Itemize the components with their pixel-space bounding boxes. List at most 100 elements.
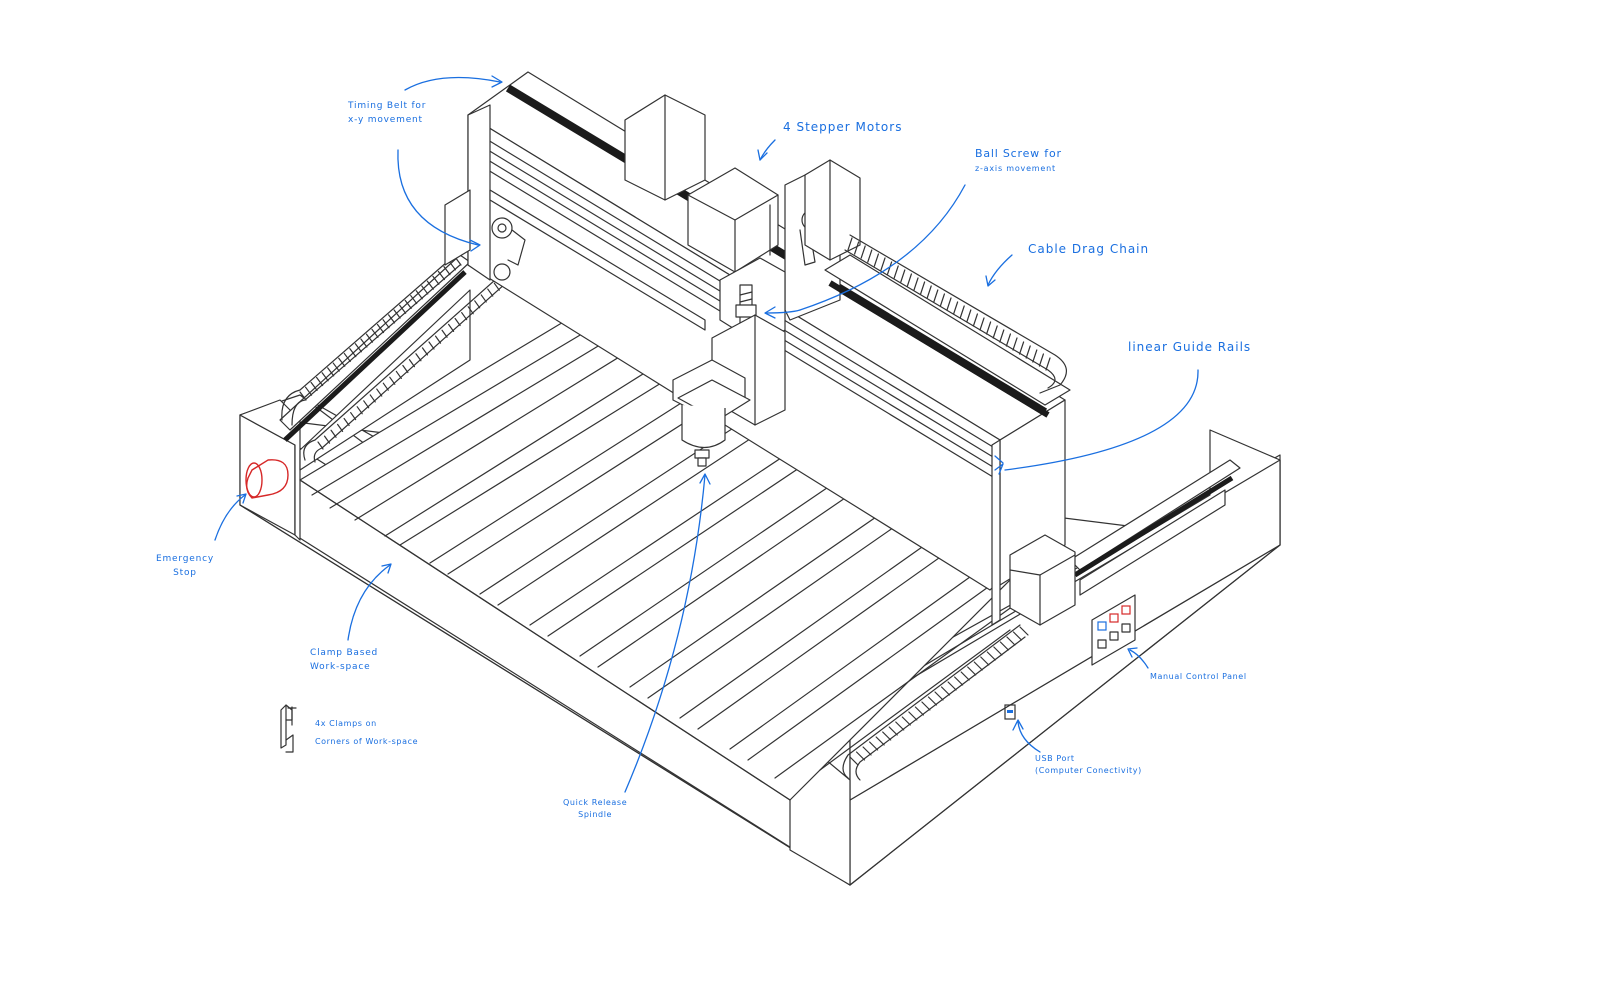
chain-link [934, 691, 944, 701]
chain-link [862, 746, 872, 756]
chain-link [349, 348, 357, 358]
chain-link [999, 641, 1009, 651]
chain-link [426, 280, 434, 290]
emergency-stop-button [245, 459, 289, 499]
chain-link [893, 265, 899, 279]
chain-link [415, 353, 422, 362]
chain-link [376, 388, 383, 397]
label-stepper-motors: 4 Stepper Motors [783, 120, 903, 134]
manual-control-panel [1091, 594, 1136, 666]
label-ball-screw: Ball Screw for z-axis movement [975, 147, 1062, 173]
chain-link [421, 347, 429, 356]
chain-link [474, 300, 481, 309]
label-clamps-note: 4x Clamps on Corners of Work-space [315, 719, 419, 746]
chain-link [947, 681, 957, 691]
chain-link [952, 301, 959, 315]
chain-link [327, 367, 335, 377]
chain-link [992, 325, 998, 339]
chain-link [402, 364, 409, 374]
chain-link [395, 370, 402, 380]
chain-link [1005, 333, 1012, 347]
chain-link [886, 261, 893, 275]
chain-link [330, 429, 337, 438]
chain-link [316, 376, 324, 387]
chain-link [336, 423, 344, 432]
usb-port [1004, 704, 1016, 720]
chain-link [919, 281, 926, 295]
chain-link [356, 406, 363, 415]
chain-link [946, 297, 952, 311]
chain-link [869, 741, 879, 751]
chain-link [880, 257, 886, 271]
chain-link [1012, 631, 1023, 641]
chain-link [1025, 345, 1031, 359]
chain-link [408, 359, 416, 368]
chain-link [873, 253, 880, 267]
chain-link [867, 249, 873, 263]
chain-link [447, 323, 455, 332]
chain-link [441, 329, 448, 338]
chain-link [350, 411, 357, 421]
chain-link [382, 382, 389, 391]
chain-link [343, 352, 351, 363]
chain-link [421, 285, 429, 295]
chain-link [926, 285, 932, 299]
chain-link [454, 317, 461, 327]
chain-link [882, 731, 892, 741]
chain-link [986, 651, 996, 661]
chain-link [493, 282, 500, 291]
chain-link [913, 277, 919, 291]
chain-link [404, 299, 412, 309]
label-cable-drag-chain: Cable Drag Chain [1028, 242, 1150, 256]
chain-link [299, 391, 307, 401]
left-side-rail [279, 239, 546, 471]
chain-link [979, 317, 985, 331]
chain-link [954, 676, 964, 686]
label-quick-release-spindle: Quick Release Spindle [563, 798, 628, 819]
chain-link [360, 338, 368, 348]
chain-link [461, 311, 468, 321]
chain-link [901, 716, 911, 726]
label-usb-port: USB Port (Computer Conectivity) [1035, 754, 1142, 775]
label-clamp-workspace: Clamp Based Work-space [310, 648, 379, 672]
chain-link [914, 706, 924, 716]
chain-link [888, 726, 898, 736]
chain-link [972, 313, 979, 327]
right-side-rail [824, 234, 1071, 418]
carriage-assembly [672, 167, 786, 467]
chain-link [317, 441, 324, 450]
chain-link [900, 269, 906, 283]
chain-link [980, 656, 990, 666]
chain-link [428, 341, 435, 350]
chain-link [1045, 357, 1051, 371]
chain-link [985, 321, 992, 335]
chain-link [467, 306, 474, 315]
clamp-icon [280, 704, 297, 753]
chain-link [310, 381, 318, 391]
chain-link [933, 289, 939, 303]
label-manual-control-panel: Manual Control Panel [1150, 672, 1247, 681]
chain-link [354, 343, 362, 353]
chain-link [1038, 353, 1045, 367]
chain-link [847, 237, 853, 251]
chain-link [382, 319, 390, 329]
chain-link [448, 261, 457, 271]
label-emergency-stop: Emergency Stop [156, 554, 214, 578]
chain-link [323, 435, 331, 444]
chain-link [967, 666, 977, 676]
chain-link [849, 756, 859, 766]
chain-link [321, 372, 329, 382]
chain-link [993, 646, 1003, 656]
annotation-arrows [214, 75, 1199, 793]
chain-link [959, 305, 965, 319]
chain-link [927, 696, 938, 706]
chain-link [343, 417, 350, 427]
chain-link [860, 245, 866, 259]
label-timing-belt: Timing Belt for x-y movement [348, 101, 427, 125]
chain-link [369, 394, 376, 403]
chain-link [999, 329, 1005, 343]
chain-link [908, 711, 918, 721]
chain-link [853, 241, 860, 255]
chain-link [1012, 337, 1018, 351]
chain-link [939, 293, 946, 307]
